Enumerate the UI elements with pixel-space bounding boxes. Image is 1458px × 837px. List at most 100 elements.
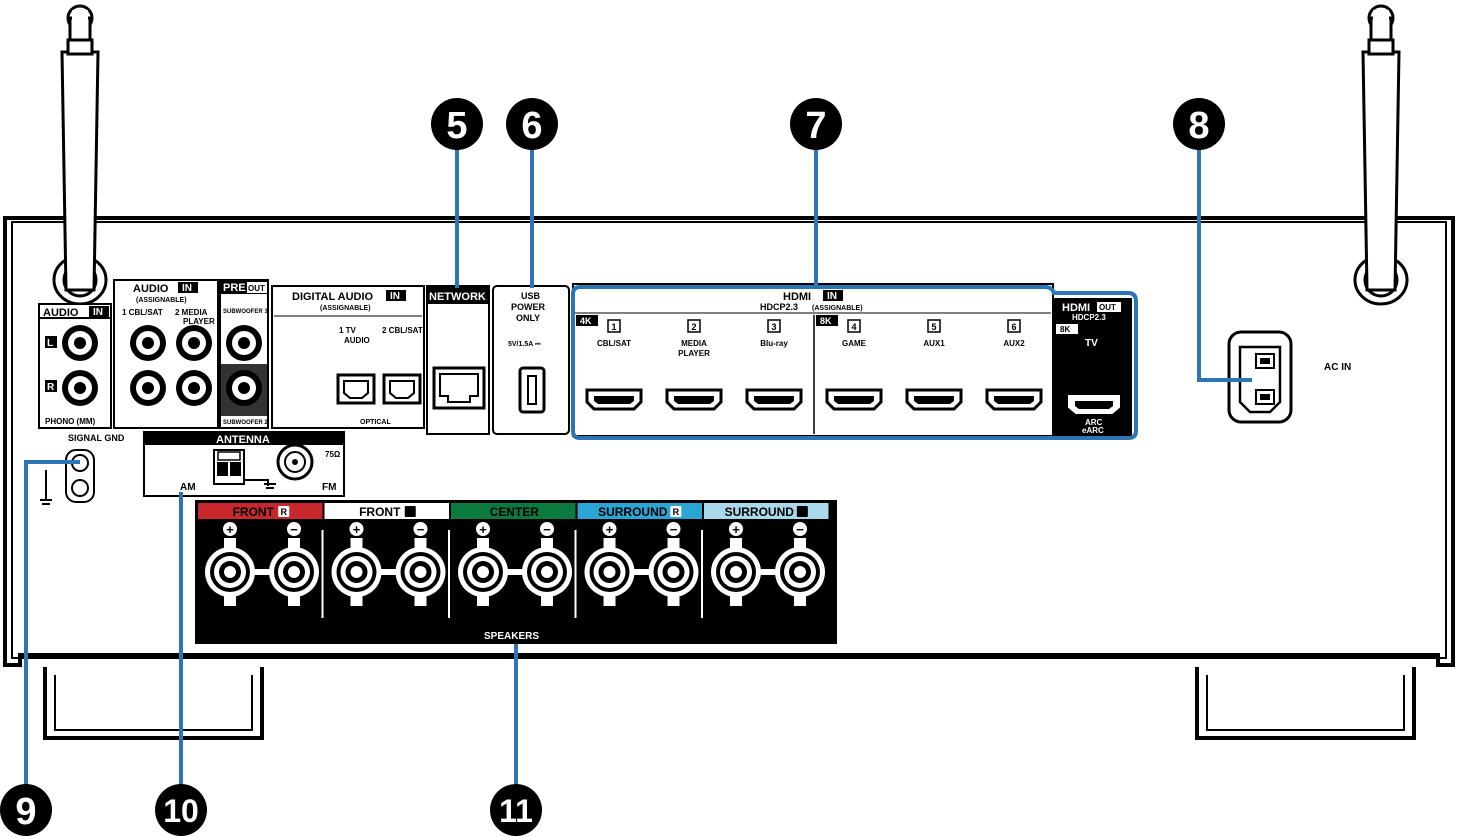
speaker-group-label: SURROUND	[598, 505, 668, 519]
audio-in-2-l-jack	[176, 325, 212, 361]
audio-in-badge: IN	[182, 283, 192, 294]
speaker-group-label: FRONT	[233, 505, 275, 519]
speaker-group-badge: L	[408, 507, 414, 517]
digital-audio-sub: (ASSIGNABLE)	[320, 305, 371, 312]
callout-lines	[24, 148, 1252, 797]
audio-in-1-l-jack	[130, 325, 166, 361]
subwoofer-1-jack	[226, 325, 262, 361]
svg-text:+: +	[353, 522, 361, 537]
fm-label: FM	[322, 482, 336, 493]
speaker-negative-terminal: −	[775, 522, 825, 606]
svg-text:9: 9	[15, 791, 36, 833]
hdmi-out-badge: OUT	[1099, 303, 1116, 312]
speaker-negative-terminal: −	[522, 522, 572, 606]
optical-1-jack	[336, 373, 376, 405]
ac-inlet	[1227, 330, 1293, 424]
hdmi-input-port	[825, 388, 883, 411]
phono-r-jack	[62, 370, 98, 406]
am-label: AM	[180, 482, 196, 493]
audio-in-title: AUDIO	[133, 283, 169, 295]
right-wireless-antenna	[1353, 4, 1409, 306]
speaker-group-5: SURROUND L + −	[701, 503, 829, 618]
hdmi-out-block: HDMI OUT HDCP2.3 8K TV ARC eARC	[1053, 298, 1132, 436]
svg-text:+: +	[732, 522, 740, 537]
phono-label: PHONO (MM)	[45, 417, 96, 426]
ethernet-port	[432, 366, 486, 410]
speaker-group-badge: L	[800, 507, 806, 517]
phono-r-label: R	[47, 382, 55, 393]
svg-text:−: −	[417, 522, 425, 537]
hdmi-out-title: HDMI	[1062, 302, 1090, 314]
pre-out-title: PRE	[223, 282, 246, 294]
speaker-group-badge: R	[673, 507, 680, 517]
speaker-group-2: FRONT L + −	[321, 503, 449, 618]
svg-text:−: −	[543, 522, 551, 537]
speaker-group-3: CENTER+−	[448, 503, 576, 618]
hdmi-out-8k-tag: 8K	[1060, 325, 1070, 334]
callout-9: 9	[0, 784, 52, 836]
optical-1-label: 1 TV	[339, 326, 357, 335]
phono-l-label: L	[47, 338, 53, 349]
usb-label-2: POWER	[511, 302, 546, 312]
hdmi-input-name: CBL/SAT	[597, 339, 631, 348]
hdmi-input-number: 3	[771, 322, 776, 332]
hdmi-input-port	[585, 388, 643, 411]
optical-label: OPTICAL	[360, 419, 391, 426]
audio-in-1: 1 CBL/SAT	[122, 308, 163, 317]
speaker-positive-terminal: +	[331, 522, 382, 606]
speaker-group-label: FRONT	[359, 505, 401, 519]
subwoofer-2-label: SUBWOOFER 2	[223, 420, 268, 426]
svg-text:10: 10	[163, 793, 199, 829]
audio-in-1-r-jack	[130, 370, 166, 406]
audio-in-2b: PLAYER	[183, 317, 215, 326]
antenna-title: ANTENNA	[216, 434, 270, 446]
phono-l-jack	[62, 325, 98, 361]
svg-text:−: −	[670, 522, 678, 537]
hdmi-input-name: GAME	[842, 339, 867, 348]
hdmi-input-port	[665, 388, 723, 411]
fm-ohm-label: 75Ω	[325, 450, 341, 459]
digital-audio-block: DIGITAL AUDIO IN (ASSIGNABLE) 1 TV AUDIO…	[271, 285, 425, 429]
subwoofer-2-jack	[226, 370, 262, 406]
svg-text:5: 5	[446, 105, 467, 147]
pre-out-block: PRE OUT SUBWOOFER 1 SUBWOOFER 2	[219, 279, 269, 429]
network-label: NETWORK	[429, 291, 486, 303]
hdmi-callout-bracket	[571, 285, 1138, 440]
hdmi-input-number: 1	[611, 322, 616, 332]
speaker-positive-terminal: +	[205, 522, 255, 606]
hdmi-in-sub: (ASSIGNABLE)	[812, 305, 863, 312]
speaker-negative-terminal: −	[395, 522, 446, 606]
phono-title: AUDIO	[43, 307, 79, 319]
hdmi-out-tv: TV	[1085, 338, 1098, 349]
svg-text:−: −	[290, 522, 298, 537]
fm-connector	[276, 443, 314, 481]
speaker-group-label: SURROUND	[725, 505, 795, 519]
analog-audio-input-block: AUDIO IN (ASSIGNABLE) 1 CBL/SAT 2 MEDIA …	[113, 279, 219, 429]
speaker-positive-terminal: +	[711, 522, 761, 606]
audio-in-2: 2 MEDIA	[175, 308, 208, 317]
hdmi-input-port	[745, 388, 803, 411]
optical-2-jack	[382, 373, 422, 405]
optical-2-label: 2 CBL/SAT	[382, 326, 423, 335]
svg-text:−: −	[796, 522, 804, 537]
svg-text:+: +	[606, 522, 614, 537]
hdmi-in-title: HDMI	[783, 291, 811, 303]
hdmi-input-name: AUX2	[1003, 339, 1025, 348]
usb-label-3: ONLY	[516, 313, 540, 323]
speakers-label: SPEAKERS	[484, 631, 539, 642]
antenna-block: ANTENNA AM FM 75Ω	[143, 431, 345, 497]
usb-label-1: USB	[521, 291, 541, 301]
hdmi-input-name-2: PLAYER	[678, 349, 710, 358]
usb-block: USB POWER ONLY 5V/1.5A ⎓	[492, 285, 570, 435]
callout-6: 6	[506, 98, 558, 150]
svg-text:8: 8	[1188, 105, 1209, 147]
hdmi-input-port	[905, 388, 963, 411]
hdmi-out-port	[1068, 395, 1120, 414]
hdmi-input-port	[985, 388, 1043, 411]
hdmi-input-number: 2	[691, 322, 696, 332]
